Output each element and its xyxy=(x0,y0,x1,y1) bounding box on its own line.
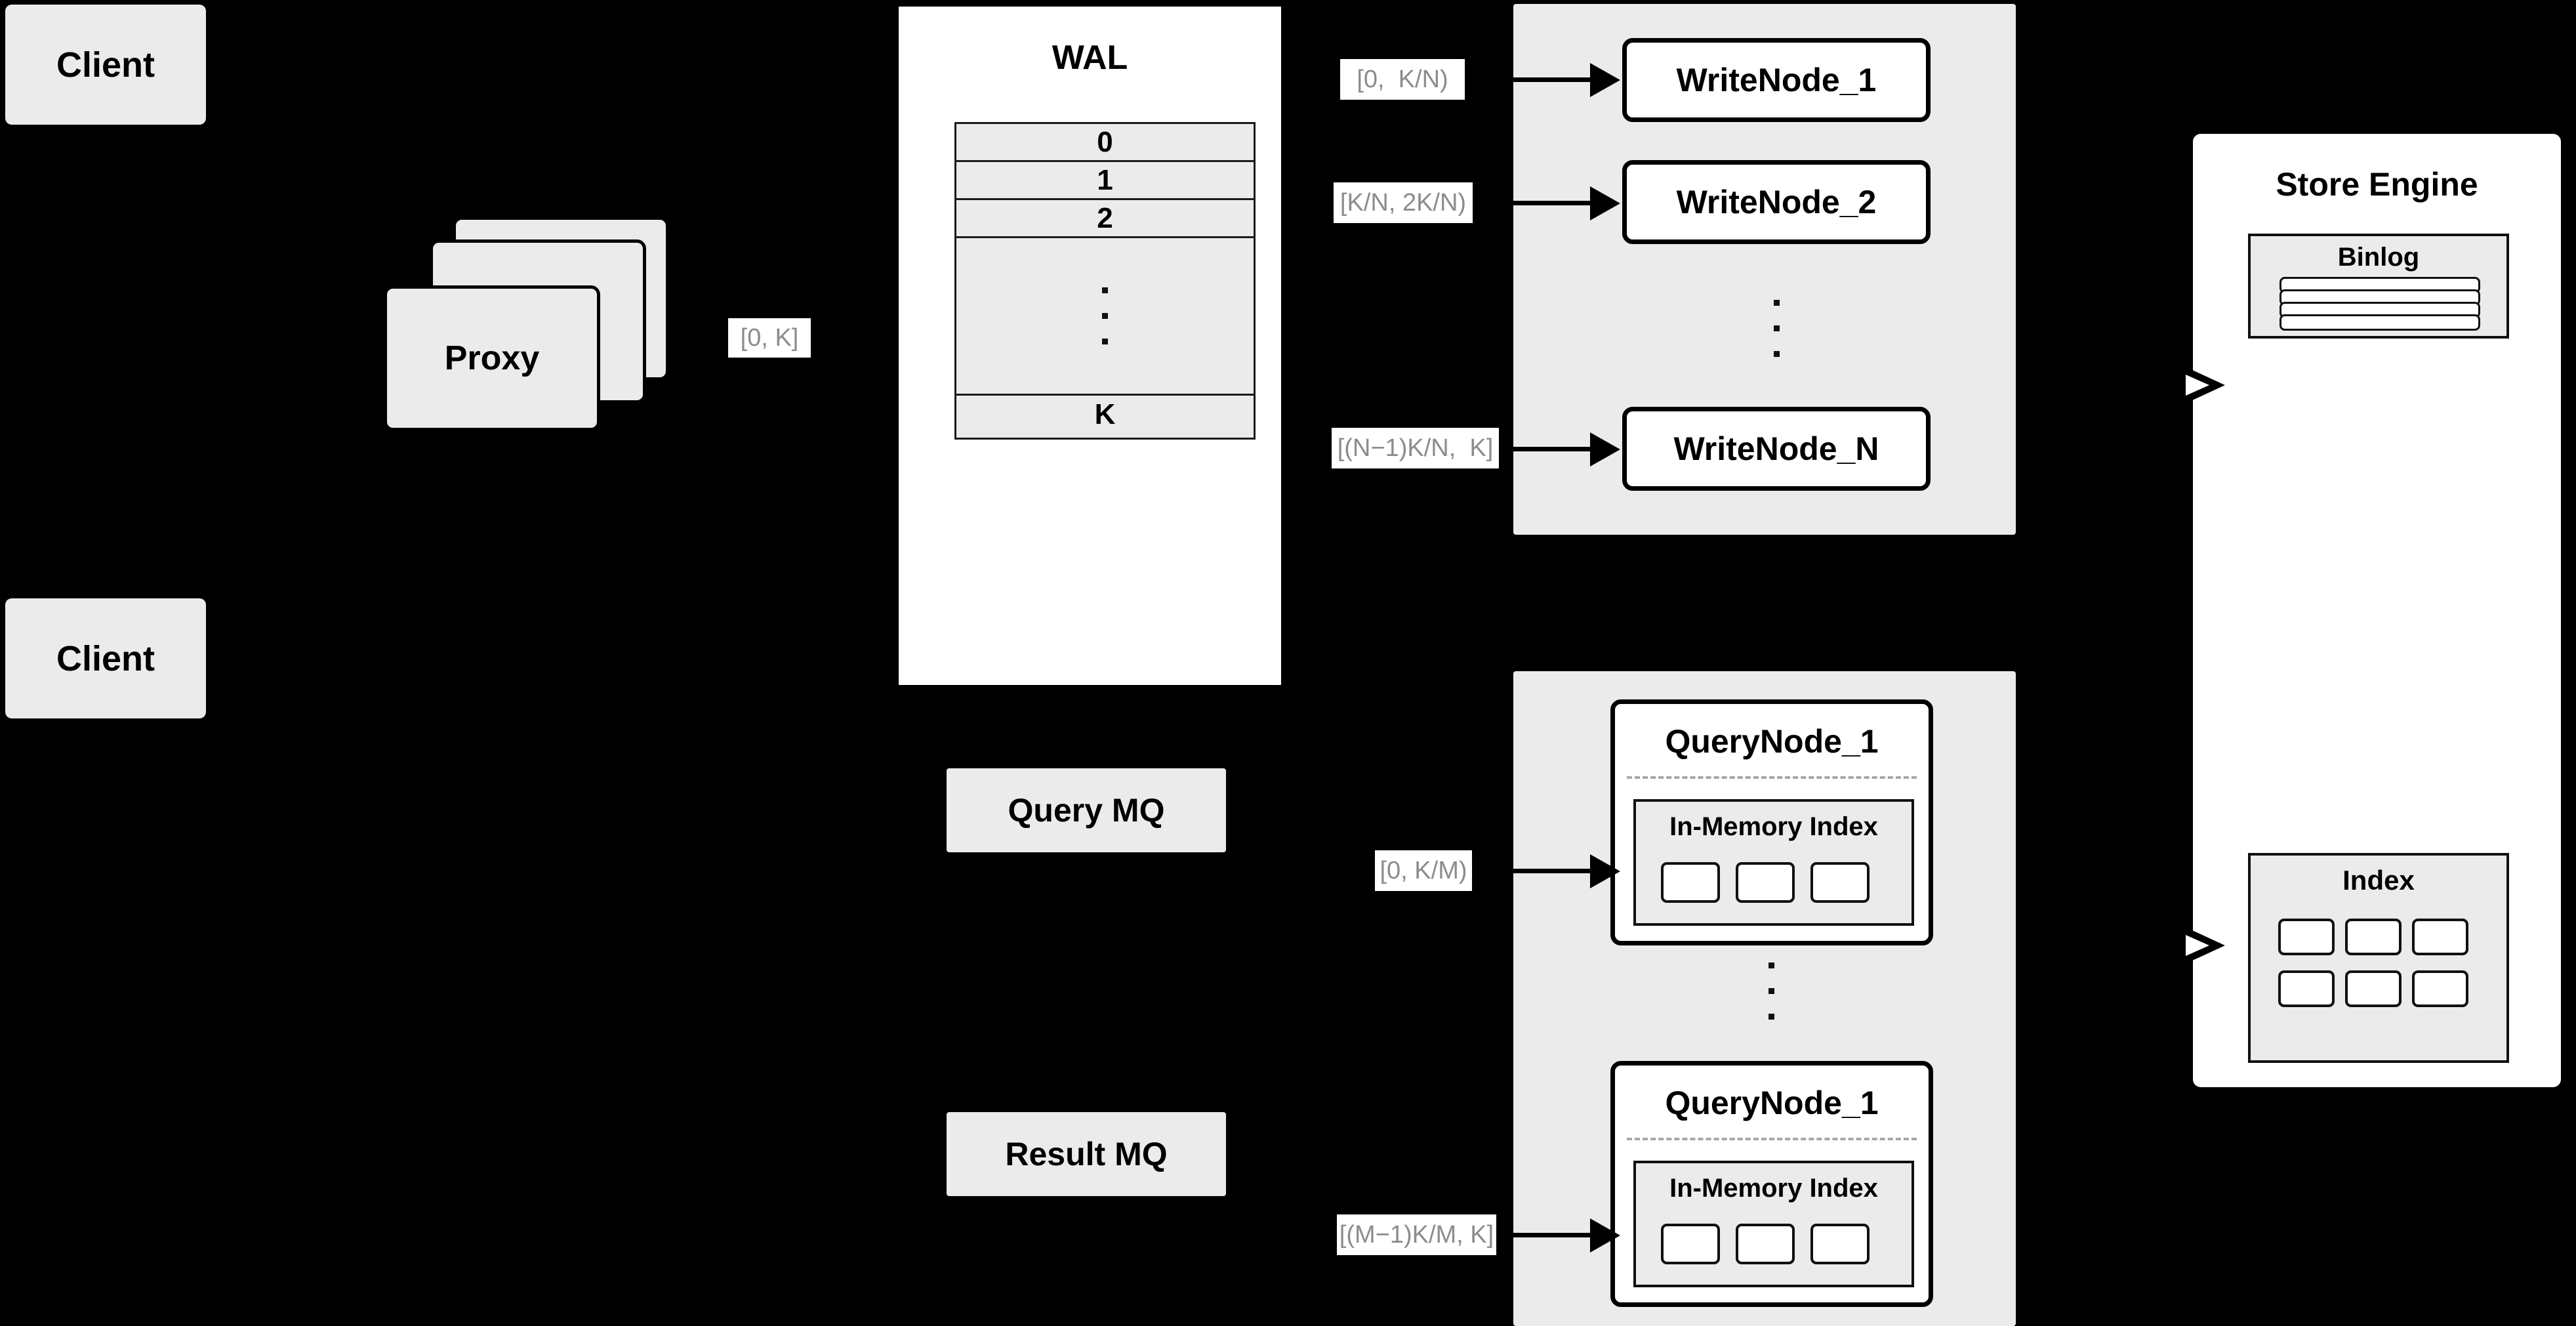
arrow-line-index xyxy=(2154,943,2194,947)
index-chip xyxy=(2345,919,2402,955)
index-panel: Index xyxy=(2248,853,2509,1063)
query-mq-label: Query MQ xyxy=(1008,792,1165,829)
arrow-line-write-2 xyxy=(1503,201,1592,205)
proxy-label: Proxy xyxy=(444,339,540,377)
write-node-box-1[interactable]: WriteNode_1 xyxy=(1622,38,1931,122)
wal-row-label: 0 xyxy=(1097,125,1113,158)
index-title: Index xyxy=(2342,865,2415,896)
wal-row-label: K xyxy=(1094,398,1116,430)
wal-row: K xyxy=(956,396,1254,434)
range-text: [0, K/M) xyxy=(1380,857,1467,884)
arrow-line-query-1 xyxy=(1503,869,1592,873)
query-mq-box[interactable]: Query MQ xyxy=(947,768,1226,852)
index-chip xyxy=(1661,1224,1720,1264)
store-engine-panel: Store Engine Binlog Index xyxy=(2189,130,2565,1091)
range-label-write-2: [K/N, 2K/N) xyxy=(1334,182,1473,223)
proxy-card-front[interactable]: Proxy xyxy=(384,285,600,431)
range-label-query-1: [0, K/M) xyxy=(1375,850,1472,891)
client-label: Client xyxy=(56,638,155,678)
range-text: [(M−1)K/M, K] xyxy=(1339,1221,1494,1249)
arrow-head-query-m xyxy=(1590,1218,1620,1253)
write-node-label: WriteNode_1 xyxy=(1676,62,1877,98)
store-engine-title: Store Engine xyxy=(2276,166,2478,203)
arrow-head-binlog xyxy=(2186,369,2225,401)
query-node-box-m[interactable]: QueryNode_1 In-Memory Index xyxy=(1610,1061,1933,1307)
in-memory-index-label: In-Memory Index xyxy=(1669,1174,1878,1203)
wal-row: 1 xyxy=(956,162,1254,200)
ellipsis-dot xyxy=(1773,325,1780,331)
wal-row-label: 2 xyxy=(1097,201,1113,234)
query-node-divider xyxy=(1627,776,1917,779)
write-node-ellipsis xyxy=(1765,276,1788,381)
index-chip xyxy=(2412,970,2468,1007)
arrow-line-write-n xyxy=(1503,447,1592,451)
ellipsis-dot xyxy=(1768,1013,1774,1020)
ellipsis-dot xyxy=(1773,299,1780,306)
index-chip xyxy=(1810,862,1870,903)
result-mq-box[interactable]: Result MQ xyxy=(947,1112,1226,1196)
result-mq-label: Result MQ xyxy=(1005,1136,1168,1172)
wal-title: WAL xyxy=(1052,39,1128,77)
in-memory-index-panel-1: In-Memory Index xyxy=(1633,799,1914,926)
wal-row: 2 xyxy=(956,200,1254,238)
binlog-panel: Binlog xyxy=(2248,234,2509,339)
query-node-box-1[interactable]: QueryNode_1 In-Memory Index xyxy=(1610,699,1933,945)
range-label-write-n: [(N−1)K/N, K] xyxy=(1332,428,1499,468)
query-node-ellipsis xyxy=(1759,938,1783,1043)
query-node-label: QueryNode_1 xyxy=(1665,1085,1879,1121)
wal-row: 0 xyxy=(956,124,1254,162)
index-chip xyxy=(2412,919,2468,955)
wal-row-label: 1 xyxy=(1097,163,1113,196)
client-box-1[interactable]: Client xyxy=(5,5,206,125)
arrow-head-query-1 xyxy=(1590,854,1620,888)
query-node-divider xyxy=(1627,1138,1917,1140)
range-text: [(N−1)K/N, K] xyxy=(1337,434,1494,462)
write-node-label: WriteNode_N xyxy=(1673,430,1879,467)
ellipsis-dot xyxy=(1768,987,1774,994)
range-label-proxy-to-wal: [0, K] xyxy=(728,318,811,358)
range-text: [K/N, 2K/N) xyxy=(1339,189,1467,217)
ellipsis-dot xyxy=(1102,339,1108,344)
write-node-label: WriteNode_2 xyxy=(1676,184,1877,220)
index-chip xyxy=(2278,919,2335,955)
range-text: [0, K/N) xyxy=(1357,66,1448,93)
arrow-line-binlog xyxy=(2154,383,2194,387)
range-label-write-1: [0, K/N) xyxy=(1340,59,1465,100)
index-chip xyxy=(1736,862,1795,903)
ellipsis-dot xyxy=(1102,287,1108,293)
write-node-box-2[interactable]: WriteNode_2 xyxy=(1622,160,1931,244)
index-chip xyxy=(1661,862,1720,903)
arrow-head-write-1 xyxy=(1590,63,1620,97)
arrow-head-index xyxy=(2186,930,2225,961)
arrow-line-write-1 xyxy=(1503,77,1592,82)
index-chip xyxy=(2278,970,2335,1007)
client-label: Client xyxy=(56,45,155,85)
ellipsis-dot xyxy=(1102,313,1108,319)
in-memory-index-label: In-Memory Index xyxy=(1669,812,1878,841)
range-text: [0, K] xyxy=(740,324,799,352)
write-node-box-n[interactable]: WriteNode_N xyxy=(1622,407,1931,491)
arrow-head-write-n xyxy=(1590,432,1620,466)
index-chip xyxy=(1736,1224,1795,1264)
binlog-bar xyxy=(2280,314,2480,331)
ellipsis-dot xyxy=(1773,350,1780,357)
index-chip xyxy=(2345,970,2402,1007)
arrow-head-write-2 xyxy=(1590,186,1620,220)
binlog-title: Binlog xyxy=(2337,243,2420,272)
client-box-2[interactable]: Client xyxy=(5,598,206,718)
query-node-label: QueryNode_1 xyxy=(1665,723,1879,760)
ellipsis-dot xyxy=(1768,962,1774,968)
in-memory-index-panel-2: In-Memory Index xyxy=(1633,1161,1914,1287)
wal-ellipsis-row xyxy=(956,238,1254,396)
index-chip xyxy=(1810,1224,1870,1264)
arrow-line-query-m xyxy=(1503,1233,1592,1237)
range-label-query-m: [(M−1)K/M, K] xyxy=(1337,1214,1496,1255)
